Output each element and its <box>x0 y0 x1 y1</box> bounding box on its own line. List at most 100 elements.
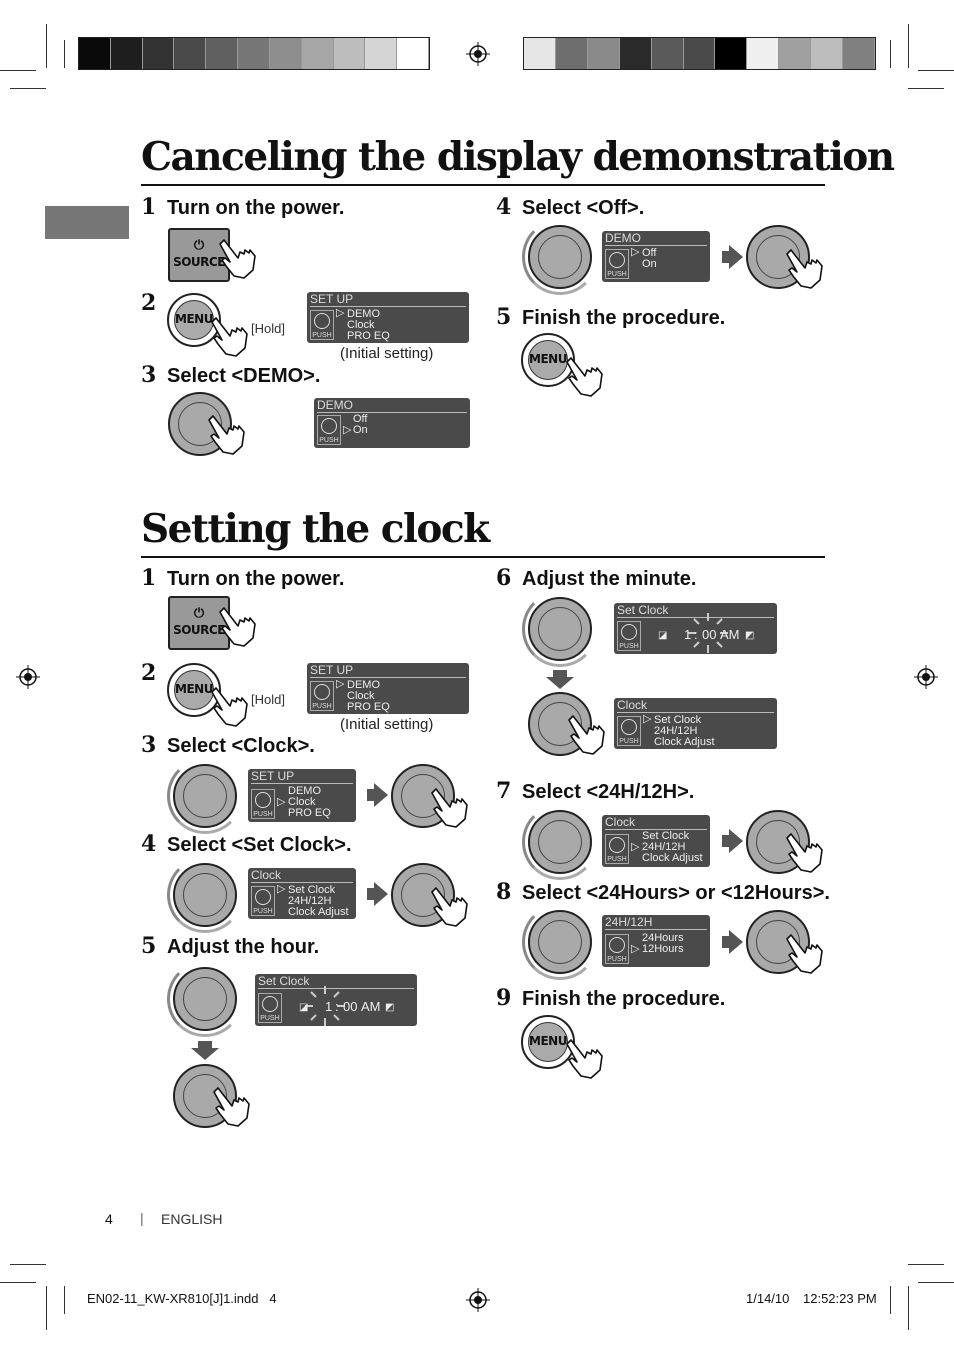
pointing-hand-icon <box>566 1039 603 1079</box>
color-swatch <box>555 38 588 69</box>
clock-icon: ◪ <box>658 630 668 641</box>
initial-setting-caption: (Initial setting) <box>340 716 434 733</box>
pointing-hand-icon <box>208 415 245 455</box>
color-swatch <box>747 38 780 69</box>
crop-mark <box>908 1286 909 1330</box>
control-dial-turn[interactable] <box>522 904 598 980</box>
arrow-down-icon <box>553 670 567 678</box>
menu-button[interactable]: MENU <box>167 293 221 347</box>
lcd-demo-menu: DEMO PUSH Off ▷ On <box>314 398 470 448</box>
crop-mark <box>0 1282 36 1283</box>
lcd-demo-off: DEMO PUSH ▷ Off On <box>602 231 710 282</box>
arrow-right-icon <box>729 245 743 269</box>
menu-button[interactable]: MENU <box>521 333 575 387</box>
color-swatch <box>683 38 716 69</box>
lcd-set-clock-minute: Set Clock PUSH ◪ 1 : 00 AM ◩ <box>614 603 777 654</box>
hold-label: [Hold] <box>251 321 285 336</box>
registration-mark-icon <box>914 665 938 689</box>
arrow-right-icon <box>729 829 743 853</box>
step-number: 4 <box>496 194 512 220</box>
crop-mark <box>908 24 909 68</box>
source-button[interactable]: ⏻ SOURCE <box>168 596 230 650</box>
menu-button[interactable]: MENU <box>521 1015 575 1069</box>
color-swatch <box>843 38 875 69</box>
step-number: 5 <box>141 933 157 959</box>
source-button-label: SOURCE <box>173 255 225 269</box>
arrow-right-icon <box>729 930 743 954</box>
slug-date: 1/14/10 <box>746 1291 790 1306</box>
step-number: 4 <box>141 831 157 857</box>
arrow-right-icon <box>722 936 730 948</box>
crop-mark <box>10 1264 46 1265</box>
menu-button-label: MENU <box>175 682 213 696</box>
menu-button-label: MENU <box>175 312 213 326</box>
arrow-right-icon <box>722 251 730 263</box>
power-icon: ⏻ <box>193 238 205 253</box>
control-dial-turn[interactable] <box>167 961 243 1037</box>
color-swatch <box>779 38 812 69</box>
menu-button[interactable]: MENU <box>167 663 221 717</box>
crop-mark <box>46 1286 47 1330</box>
footer-separator: | <box>140 1210 144 1226</box>
step-number: 1 <box>141 194 157 220</box>
control-dial-turn[interactable] <box>522 804 598 880</box>
step-label: Select <24Hours> or <12Hours>. <box>522 882 830 904</box>
step-label: Finish the procedure. <box>522 307 726 329</box>
step-number: 9 <box>496 985 512 1011</box>
lcd-clock-menu: Clock PUSH ▷ Set Clock 24H/12H Clock Adj… <box>248 868 356 919</box>
lcd-clock-menu: Clock PUSH ▷ Set Clock 24H/12H Clock Adj… <box>614 698 777 749</box>
crop-mark <box>64 40 65 68</box>
arrow-right-icon <box>374 882 388 906</box>
color-swatch <box>269 38 302 69</box>
source-button-label: SOURCE <box>173 623 225 637</box>
clock-icon: ◪ <box>299 1002 309 1013</box>
power-icon: ⏻ <box>193 606 205 621</box>
crop-mark <box>890 40 891 68</box>
lcd-24h12h-menu: 24H/12H PUSH 24Hours ▷ 12Hours <box>602 915 710 967</box>
step-number: 8 <box>496 879 512 905</box>
lcd-setup-menu: SET UP PUSH ▷ DEMO Clock PRO EQ <box>307 292 469 343</box>
slug-file-name: EN02-11_KW-XR810[J]1.indd 4 <box>87 1291 277 1306</box>
step-label: Select <Set Clock>. <box>167 834 352 856</box>
crop-mark <box>908 88 944 89</box>
step-number: 7 <box>496 778 512 804</box>
registration-mark-icon <box>466 1288 490 1312</box>
clock-icon: ◩ <box>385 1002 395 1013</box>
pointing-hand-icon <box>213 1087 250 1127</box>
color-swatch <box>524 38 556 69</box>
step-label: Turn on the power. <box>167 568 345 590</box>
lcd-setup-menu: SET UP PUSH ▷ DEMO Clock PRO EQ <box>307 663 469 714</box>
pointing-hand-icon <box>431 887 468 927</box>
registration-mark-icon <box>466 42 490 66</box>
pointing-hand-icon <box>211 317 248 357</box>
arrow-down-icon <box>546 677 574 689</box>
control-dial-turn[interactable] <box>167 857 243 933</box>
print-color-bar-left <box>78 37 430 70</box>
section-title-clock: Setting the clock <box>141 506 490 552</box>
crop-mark <box>0 70 36 71</box>
arrow-down-icon <box>198 1041 212 1049</box>
pointing-hand-icon <box>219 239 256 279</box>
pointing-hand-icon <box>431 788 468 828</box>
control-dial-turn[interactable] <box>522 219 598 295</box>
step-number: 3 <box>141 362 157 388</box>
pointing-hand-icon <box>786 934 823 974</box>
step-label: Turn on the power. <box>167 197 345 219</box>
color-swatch <box>238 38 270 69</box>
step-label: Select <Clock>. <box>167 735 315 757</box>
registration-mark-icon <box>16 665 40 689</box>
control-dial-turn[interactable] <box>167 758 243 834</box>
arrow-down-icon <box>191 1048 219 1060</box>
arrow-right-icon <box>722 835 730 847</box>
arrow-right-icon <box>367 888 375 900</box>
pointing-hand-icon <box>568 715 605 755</box>
crop-mark <box>46 24 47 68</box>
crop-mark <box>918 70 954 71</box>
source-button[interactable]: ⏻ SOURCE <box>168 228 230 282</box>
lcd-setup-clock: SET UP PUSH DEMO ▷ Clock PRO EQ <box>248 769 356 822</box>
slug-time: 12:52:23 PM <box>803 1291 877 1306</box>
color-swatch <box>587 38 620 69</box>
pointing-hand-icon <box>786 249 823 289</box>
control-dial-turn[interactable] <box>522 591 598 667</box>
pointing-hand-icon <box>786 833 823 873</box>
